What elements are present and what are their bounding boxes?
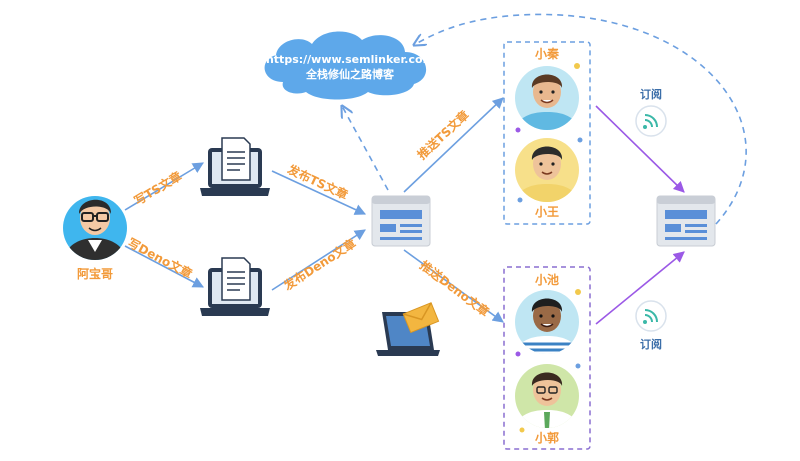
edge-label-write-deno: 写Deno文章 [125,235,195,282]
subscribe-label: 订阅 [640,337,662,351]
arrow-subscribe-ts [595,105,685,193]
arrow-push-deno [403,249,504,323]
deno-subscriber-group [503,266,591,450]
browser-window-icon [371,195,431,247]
avatar [515,364,579,428]
edge-label-publish-deno: 发布Deno文章 [280,235,359,293]
arrow-author-to-deno [124,245,204,288]
arrow-author-to-ts [124,162,204,211]
member-name: 小秦 [535,46,559,61]
arrow-subscribe-deno [595,251,685,325]
subscribe-label: 订阅 [640,87,662,101]
avatar [515,290,579,354]
arrow-push-ts [403,97,504,193]
member-name: 小王 [535,204,559,219]
rss-icon [635,105,667,137]
document-laptop-icon [200,137,270,196]
member-name: 小池 [535,272,559,287]
browser-window-icon [656,195,716,247]
arrow-browser-to-cloud [342,106,389,191]
arrow-ts-to-browser [271,170,367,215]
author-avatar [63,196,127,260]
arrows [124,13,747,325]
avatar [515,66,579,130]
edge-label-write-ts: 写TS文章 [131,168,184,208]
member-name: 小郭 [535,430,559,445]
author-name: 阿宝哥 [77,266,113,281]
ts-subscriber-group [503,41,591,225]
blog-cloud: https://www.semlinker.com 全栈修仙之路博客 [264,31,434,100]
avatar [515,138,579,202]
arrow-deno-to-browser [271,229,366,291]
blog-url: https://www.semlinker.com [266,53,434,66]
email-laptop-icon [376,302,440,356]
rss-icon [635,300,667,332]
document-laptop-icon [200,257,270,316]
blog-title: 全栈修仙之路博客 [305,67,395,81]
